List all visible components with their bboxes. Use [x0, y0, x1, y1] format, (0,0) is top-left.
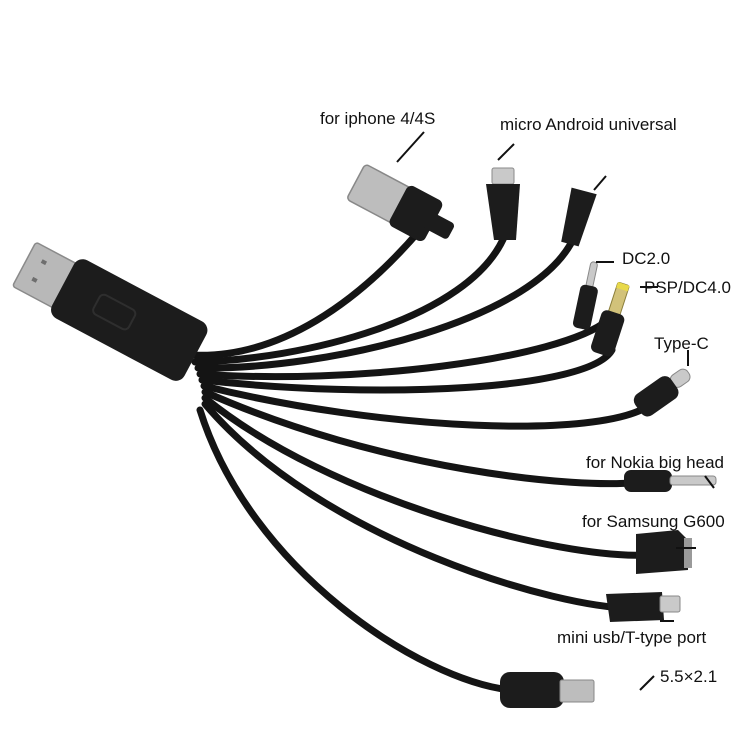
- connector-samsung-g600: [636, 530, 692, 574]
- cable-typec: [200, 382, 654, 430]
- connector-dc20: [572, 261, 598, 330]
- usb-a-plug: [12, 242, 208, 381]
- connector-nokia: [624, 470, 717, 492]
- usb-a-body: [51, 259, 208, 381]
- cable-psp: [198, 346, 616, 394]
- label-samsung-g600: for Samsung G600: [582, 512, 725, 531]
- cable-micro: [191, 231, 509, 366]
- leader-lines: [396, 131, 715, 691]
- connector-mini-usb: [606, 592, 681, 622]
- label-dc55: 5.5×2.1: [660, 667, 718, 686]
- cable-samsung: [201, 394, 654, 559]
- label-micro-android: micro Android universal: [500, 115, 677, 134]
- cable-nokia: [201, 388, 644, 488]
- label-nokia-big-head: for Nokia big head: [586, 453, 724, 472]
- connector-micro-female: [561, 187, 597, 247]
- cable-miniusb: [201, 400, 639, 612]
- label-iphone-4-4s: for iphone 4/4S: [320, 109, 436, 128]
- cable-dc20: [196, 316, 612, 381]
- cable-micro-female: [194, 231, 579, 372]
- connector-dc55: [500, 672, 595, 708]
- connector-type-c: [633, 368, 691, 417]
- connector-micro-usb: [486, 167, 520, 240]
- connector-psp-dc40: [591, 282, 630, 357]
- label-psp-dc40: PSP/DC4.0: [644, 278, 731, 297]
- cable-iphone: [186, 226, 424, 359]
- label-dc20: DC2.0: [622, 249, 671, 268]
- label-type-c: Type-C: [654, 334, 709, 353]
- label-mini-usb: mini usb/T-type port: [557, 628, 707, 647]
- connector-iphone-30pin: [347, 164, 455, 242]
- usb-logo-emboss: [92, 293, 137, 331]
- cable-bundle: [186, 226, 654, 694]
- cable-dc55: [196, 406, 514, 694]
